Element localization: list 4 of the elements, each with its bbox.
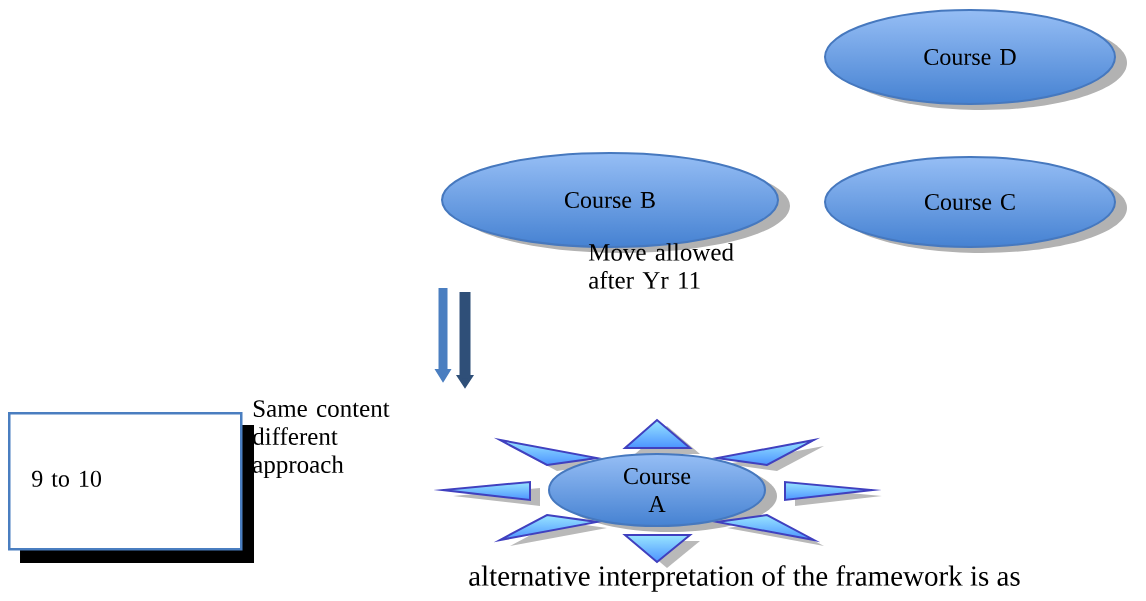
ellipse-node: Course C [824, 156, 1116, 248]
ellipse-node: Course D [824, 9, 1116, 105]
text-label: alternative interpretation of the framework is as [469, 565, 1020, 592]
text-box: 9 to 10 [8, 412, 243, 551]
